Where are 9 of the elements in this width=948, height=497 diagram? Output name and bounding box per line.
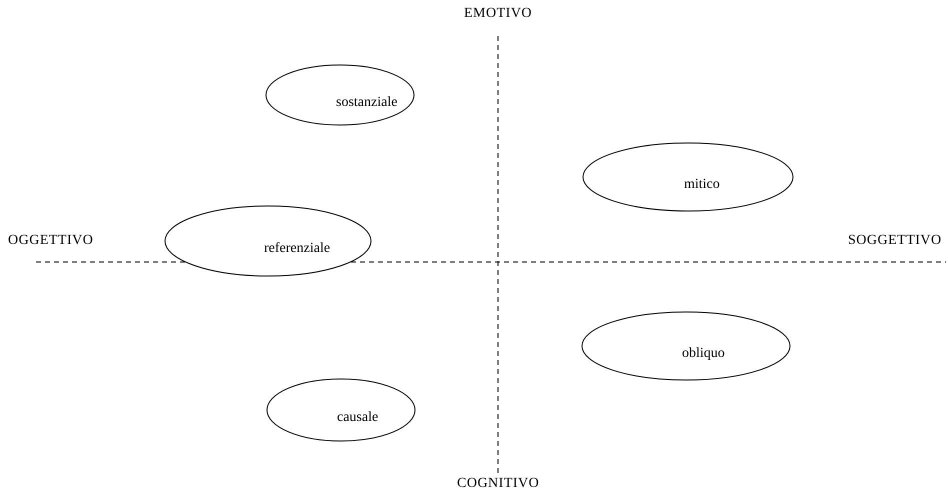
category-label: obliquo bbox=[682, 346, 725, 362]
axis-label: OGGETTIVO bbox=[8, 233, 94, 249]
category-label: mitico bbox=[684, 177, 720, 193]
axis-label: SOGGETTIVO bbox=[848, 233, 942, 249]
axis-label: COGNITIVO bbox=[457, 476, 540, 492]
category-label: causale bbox=[337, 410, 378, 426]
category-label: sostanziale bbox=[336, 95, 398, 111]
category-label: referenziale bbox=[264, 241, 330, 257]
axis-label: EMOTIVO bbox=[464, 6, 532, 22]
